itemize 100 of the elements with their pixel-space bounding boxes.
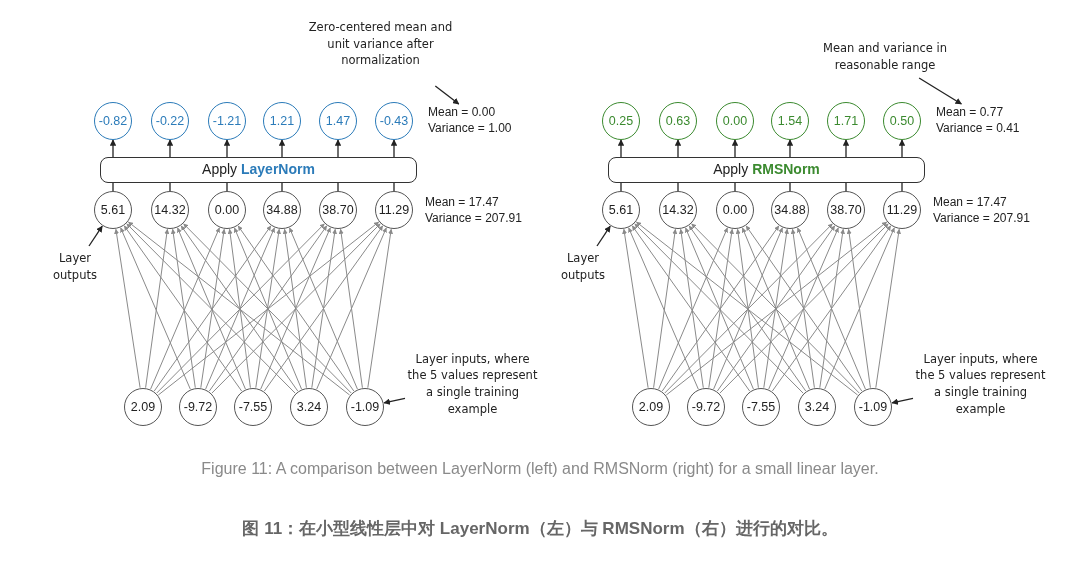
input-circle: 2.09 — [124, 388, 162, 426]
input-circle: -9.72 — [179, 388, 217, 426]
output-circle: 1.21 — [263, 102, 301, 140]
arrow — [688, 225, 807, 392]
output-circle: 1.71 — [827, 102, 865, 140]
arrow — [123, 225, 243, 392]
input-circle: 3.24 — [290, 388, 328, 426]
hidden-circle: 11.29 — [883, 191, 921, 229]
arrow — [898, 139, 906, 158]
leader-arrow — [891, 397, 914, 405]
stats-text: Mean = 17.47 Variance = 207.91 — [933, 195, 1031, 227]
annotation-text: Layer inputs, where the 5 values represent a single training example — [913, 338, 1048, 430]
arrow — [635, 221, 859, 396]
arrow — [685, 227, 754, 390]
arrow — [741, 227, 810, 390]
input-circle: -9.72 — [687, 388, 725, 426]
hidden-circle: 0.00 — [208, 191, 246, 229]
arrow — [875, 228, 901, 389]
arrow — [735, 228, 759, 389]
output-circle: 0.25 — [602, 102, 640, 140]
arrow — [768, 227, 839, 390]
output-circle: -1.21 — [208, 102, 246, 140]
arrow — [786, 139, 794, 158]
arrow — [316, 227, 387, 390]
output-circle: -0.82 — [94, 102, 132, 140]
arrow — [708, 228, 734, 389]
arrow — [170, 228, 196, 389]
arrow — [661, 225, 780, 392]
arrow — [311, 228, 337, 389]
arrow — [183, 223, 352, 394]
hidden-circle: 38.70 — [319, 191, 357, 229]
connector-line — [845, 182, 847, 192]
norm-layer-box: Apply LayerNorm — [100, 157, 417, 183]
connector-line — [393, 182, 395, 192]
arrow — [631, 225, 751, 392]
input-circle: 2.09 — [632, 388, 670, 426]
arrow — [263, 225, 384, 392]
annotation-text: Layer inputs, where the 5 values represent a single training example — [405, 338, 540, 430]
arrow — [223, 139, 231, 158]
arrow — [790, 228, 815, 389]
arrow — [227, 228, 251, 389]
input-circle: -7.55 — [234, 388, 272, 426]
arrow — [127, 221, 351, 396]
output-circle: 0.00 — [716, 102, 754, 140]
leader-arrow — [383, 397, 406, 405]
arrow — [691, 223, 860, 394]
hidden-circle: 14.32 — [659, 191, 697, 229]
input-circle: -1.09 — [346, 388, 384, 426]
arrow — [797, 227, 866, 390]
arrow — [180, 225, 299, 392]
arrow — [658, 227, 728, 390]
arrow — [145, 228, 170, 389]
annotation-text: Mean and variance in reasonable range — [800, 36, 970, 78]
connector-line — [112, 182, 114, 192]
arrow — [622, 228, 649, 389]
connector-line — [281, 182, 283, 192]
arrow — [674, 139, 682, 158]
arrow — [846, 228, 871, 389]
stats-text: Mean = 0.77 Variance = 0.41 — [936, 104, 1042, 138]
arrow — [205, 227, 275, 390]
arrow — [634, 223, 804, 394]
hidden-circle: 5.61 — [94, 191, 132, 229]
arrow — [716, 225, 836, 392]
annotation-text: Zero-centered mean and unit variance after normalization — [298, 2, 463, 86]
input-circle: -1.09 — [854, 388, 892, 426]
arrow — [177, 227, 246, 390]
arrow — [157, 221, 380, 396]
arrow — [289, 227, 358, 390]
arrow — [255, 228, 281, 389]
arrow — [338, 228, 363, 389]
arrow — [819, 228, 845, 389]
input-circle: 3.24 — [798, 388, 836, 426]
arrow — [114, 228, 141, 389]
connector-line — [677, 182, 679, 192]
leader-arrow — [434, 85, 460, 105]
arrow — [763, 228, 789, 389]
arrow — [260, 227, 331, 390]
arrow — [334, 139, 342, 158]
connector-line — [789, 182, 791, 192]
annotation-text: Layer outputs — [38, 246, 112, 288]
arrow — [166, 139, 174, 158]
connector-line — [901, 182, 903, 192]
hidden-circle: 38.70 — [827, 191, 865, 229]
stats-text: Mean = 0.00 Variance = 1.00 — [428, 104, 534, 138]
arrow — [150, 227, 220, 390]
arrow — [120, 227, 191, 390]
hidden-circle: 11.29 — [375, 191, 413, 229]
arrow — [713, 227, 783, 390]
arrow — [278, 139, 286, 158]
arrow — [842, 139, 850, 158]
caption-text: 图 11：在小型线性层中对 LayerNorm（左）与 RMSNorm（右）进行的对比。 — [241, 518, 839, 540]
arrow — [390, 139, 398, 158]
output-circle: 0.50 — [883, 102, 921, 140]
arrow — [653, 228, 678, 389]
connector-line — [226, 182, 228, 192]
norm-layer-box: Apply RMSNorm — [608, 157, 925, 183]
output-circle: -0.43 — [375, 102, 413, 140]
arrow — [237, 225, 355, 392]
connector-line — [337, 182, 339, 192]
figure-caption: Figure 11: A comparison between LayerNorm (left) and RMSNorm (right) for a small linear layer. — [200, 459, 880, 479]
